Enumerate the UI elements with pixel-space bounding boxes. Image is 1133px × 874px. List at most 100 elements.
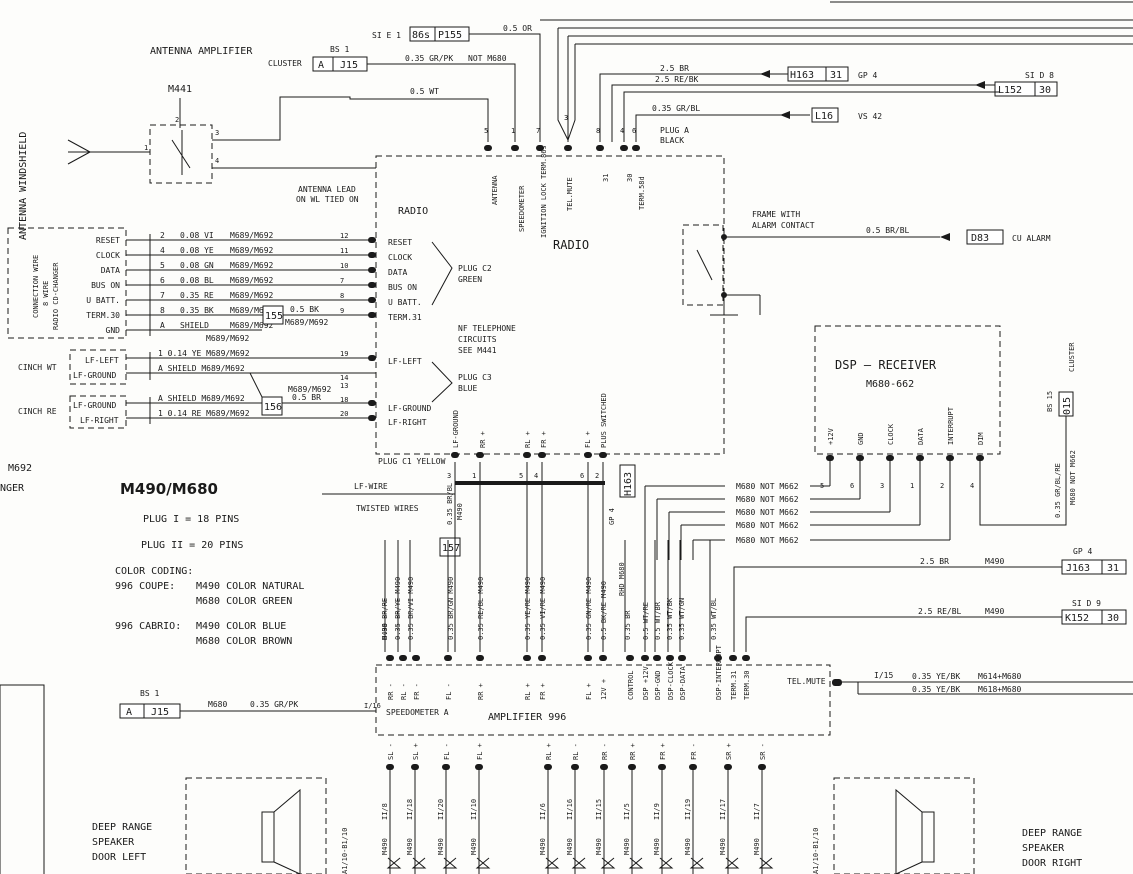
wire-2-5-br-top: 2.5 BR	[660, 64, 689, 73]
bundle-wire-15: 0.35 WT/BL	[710, 598, 718, 640]
radio-top-connector-2	[536, 145, 544, 151]
cinch-wt-row2: A SHIELD M689/M692	[158, 364, 245, 373]
box-d83: D83	[971, 233, 989, 244]
box-l16: L16	[815, 111, 833, 122]
wire-yebk-2: 0.35 YE/BK	[912, 685, 960, 694]
amp-bottom-id-2: II/20	[437, 799, 445, 820]
radio-bottom-rr-plus: RR +	[479, 431, 487, 448]
bundle-num-5: 2	[595, 472, 599, 480]
circuits-label: CIRCUITS	[458, 335, 497, 344]
not-m680-label: NOT M680	[468, 54, 507, 63]
amp-top-connector-12	[666, 655, 674, 661]
changer-row-num-0: 2	[160, 231, 165, 240]
dsp-connector-3	[916, 455, 924, 461]
changer-row-num-3: 6	[160, 276, 165, 285]
amp-bottom-id-5: II/16	[566, 799, 574, 820]
box-015: 015	[1062, 397, 1073, 415]
radio-left-connector-6	[368, 355, 376, 361]
amp-bottom-id-10: II/17	[719, 799, 727, 820]
changer-row-model-5: M689/M692	[230, 306, 274, 315]
radio-pin-data: DATA	[388, 268, 407, 277]
svg-text:2: 2	[175, 116, 179, 124]
amp-bottom-id-11: II/7	[753, 803, 761, 820]
color-coding-title: COLOR CODING:	[115, 566, 193, 577]
svg-text:1: 1	[511, 127, 515, 135]
box-31-top: 31	[830, 70, 842, 81]
changer-row-num-6: A	[160, 321, 165, 330]
amp-i15: I/15	[874, 671, 893, 680]
m689-label-155: M689/M692	[285, 318, 329, 327]
amp-top-connector-5	[523, 655, 531, 661]
amp-top-pin-14: DSP-INTERRUPT	[715, 644, 723, 700]
amp-bottom-connector-1	[411, 764, 419, 770]
amp-bottom-connector-3	[475, 764, 483, 770]
radio-pin-tel-mute: TEL.MUTE	[566, 177, 574, 211]
radio-top-connector-1	[511, 145, 519, 151]
amp-top-pin-4: RR +	[477, 683, 485, 700]
changer-row-wire-3: 0.08 BL	[180, 276, 214, 285]
diagram-title: M490/M680	[120, 480, 218, 498]
gp4-right: GP 4	[1073, 547, 1092, 556]
dsp-pin-1: GND	[857, 432, 865, 445]
a110-right-label: A1/10-B1/10	[812, 828, 820, 874]
speaker-left-line-2: SPEAKER	[92, 837, 135, 848]
amp-bottom-connector-0	[386, 764, 394, 770]
amp-bottom-connector-8	[658, 764, 666, 770]
wire-grpk-amp: 0.35 GR/PK	[250, 700, 298, 709]
radio-pin-antenna: ANTENNA	[491, 175, 499, 205]
amp-top-pin-1: RL -	[400, 683, 408, 700]
bundle-wire-2: 0.35 BR/YE M490	[394, 577, 402, 640]
amp-tel-mute: TEL.MUTE	[787, 677, 826, 686]
amp-bottom-pin-10: SR +	[725, 743, 733, 760]
alarm-contact-label: ALARM CONTACT	[752, 221, 815, 230]
radio-pin-u-batt: U BATT.	[388, 298, 422, 307]
amp-bottom-m490-9: M490	[684, 838, 692, 855]
cinch-wt-lf-left: LF-LEFT	[85, 356, 119, 365]
radio-pin-term31: TERM.31	[388, 313, 422, 322]
amp-top-pin-16: TERM.30	[743, 670, 751, 700]
amp-bottom-id-9: II/19	[684, 799, 692, 820]
radio-pin-clock: CLOCK	[388, 253, 412, 262]
si-d8-label: SI D 8	[1025, 71, 1054, 80]
m692-fragment: M692	[8, 463, 32, 474]
radio-bottom-plus-switched: PLUS SWITCHED	[600, 393, 608, 448]
changer-row-wire-2: 0.08 GN	[180, 261, 214, 270]
radio-bottom-connector-4	[584, 452, 592, 458]
bundle-wire-14: 0.35 WT/GN	[678, 598, 686, 640]
amp-top-pin-13: DSP-DATA	[679, 665, 687, 700]
m490-mid-1: M490	[985, 557, 1004, 566]
amplifier-label: AMPLIFIER 996	[488, 712, 566, 723]
bundle-wire-13: 0.35 WT/BK	[666, 597, 674, 640]
radio-top-connector-3	[564, 145, 572, 151]
radio-left-connector-8	[368, 415, 376, 421]
amp-top-pin-15: TERM.31	[730, 670, 738, 700]
dsp-model-label: M680-662	[866, 379, 914, 390]
cinch-wt-pin14: 14	[340, 374, 348, 382]
radio-pin-lf-ground: LF-GROUND	[388, 404, 432, 413]
radio-pin-30: 30	[626, 174, 634, 182]
dsp-num-4: 2	[940, 482, 944, 490]
changer-m689-under: M689/M692	[206, 334, 250, 343]
dsp-pin-5: DIM	[977, 432, 985, 445]
bundle-wire-5: 0.35 RE/BL M490	[477, 577, 485, 640]
m618-label: M618+M680	[978, 685, 1022, 694]
amp-bottom-m490-11: M490	[753, 838, 761, 855]
bundle-wire-4: 0.35 BR/GN M490	[447, 577, 455, 640]
changer-row-wire-0: 0.08 VI	[180, 231, 214, 240]
twisted-wires-label: TWISTED WIRES	[356, 504, 419, 513]
bundle-wire-11: 0.5 WT/RE	[642, 602, 650, 640]
amp-bottom-pin-0: SL -	[387, 743, 395, 760]
amp-top-connector-0	[386, 655, 394, 661]
amp-bottom-pin-5: RL -	[572, 743, 580, 760]
amp-bottom-m490-1: M490	[406, 838, 414, 855]
eight-wire-label: 8 WIRE	[42, 281, 50, 306]
amp-top-pin-7: FL +	[585, 683, 593, 700]
changer-pin-5: TERM.30	[86, 311, 120, 320]
amp-bottom-m490-0: M490	[381, 838, 389, 855]
dsp-connector-0	[826, 455, 834, 461]
amp-top-connector-6	[538, 655, 546, 661]
si-e1-label: SI E 1	[372, 31, 401, 40]
box-31-right: 31	[1107, 563, 1119, 574]
wire-grpk-top: 0.35 GR/PK	[405, 54, 453, 63]
svg-text:4: 4	[620, 127, 624, 135]
